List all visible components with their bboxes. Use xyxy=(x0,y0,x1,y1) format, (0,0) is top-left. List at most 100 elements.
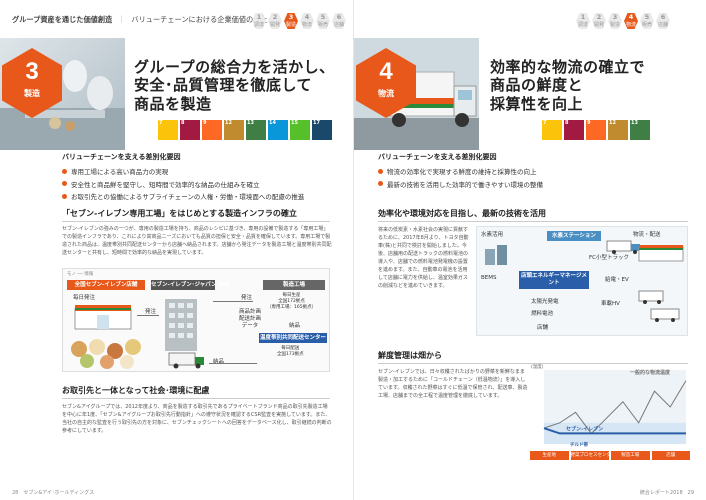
sdg-icons: 7 8 9 12 13 xyxy=(542,120,650,140)
dc-header: 温度帯別共同配送センター xyxy=(259,333,327,343)
sdg-icon: 7 xyxy=(158,120,178,140)
solar-label: 太陽光発電 xyxy=(531,299,559,305)
order-label: 発注 xyxy=(145,309,157,315)
sdg-icon: 15 xyxy=(290,120,310,140)
order-label-2: 発注 xyxy=(241,295,253,301)
series-label-1: 一般的な物流温度 xyxy=(630,369,671,376)
fc-truck-icon xyxy=(606,240,640,254)
y-axis-label: (温度) xyxy=(531,363,544,370)
fc-label: 燃料電池 xyxy=(531,311,554,317)
sdg-icon: 9 xyxy=(586,120,606,140)
page-footer: 統合レポート2018 29 xyxy=(639,490,694,496)
sdg-icon: 12 xyxy=(608,120,628,140)
section-text: 将来の低炭素・水素社会の実現に貢献するために、2017年8月より、トヨタ自動車(… xyxy=(378,227,469,289)
sdg-icons: 7 8 9 12 13 14 15 17 xyxy=(158,120,332,140)
stage-label: 製造工場 xyxy=(611,451,650,460)
section-title: 効率化や環境対応を目指し、最新の技術を活用 xyxy=(378,209,546,218)
header-title: グループ資産を通じた価値創造 xyxy=(12,15,113,24)
sdg-icon: 14 xyxy=(268,120,288,140)
stage-header: チルド帯 xyxy=(570,443,588,448)
stage-label: 店舗 xyxy=(651,451,690,460)
store-icon xyxy=(638,245,684,262)
section-title-2: 鮮度管理は畑から xyxy=(378,351,442,360)
sdg-icon: 13 xyxy=(630,120,650,140)
dc-sub: 毎日配送 全国173拠点 xyxy=(277,346,304,357)
page-header: グループ資産を通じた価値創造 ｜ バリューチェーンにおける企業価値の向上 xyxy=(12,10,268,30)
diff-heading: バリューチェーンを支える差別化要因 xyxy=(378,153,497,161)
section-divider xyxy=(62,221,330,222)
store-icon xyxy=(74,305,132,330)
store-sub: 毎日発注 xyxy=(73,295,96,301)
factory-header: 製造工場 xyxy=(263,280,325,290)
header-subtitle: バリューチェーンにおける企業価値の向上 xyxy=(131,15,268,24)
section-divider-2 xyxy=(378,363,688,364)
fc-truck-label: FC小型トラック xyxy=(589,255,630,261)
energy-diagram: 水素活用 水素ステーション FC小型トラック 物流・配送 BEMS 店頭エネルギ… xyxy=(476,226,688,336)
factory-sub: 毎日生産 全国172拠点 （専用工場：165拠点） xyxy=(267,293,317,310)
diagram-legend: モノ ── 情報 xyxy=(67,272,94,277)
sdg-icon: 12 xyxy=(224,120,244,140)
stage-row: チルド帯生産地野菜プロセスセンター製造工場店舗 xyxy=(530,443,690,460)
page-footer: 28 セブン&アイ･ホールディングス xyxy=(12,490,95,496)
diff-item: 物流の効率化で実現する鮮度の維持と採算性の向上 xyxy=(378,166,543,176)
section-divider xyxy=(378,221,688,222)
sdg-icon: 8 xyxy=(564,120,584,140)
section-text-2: セブン-イレブンでは、日々収穫されたばかりの野菜を新鮮なまま製造・加工するために… xyxy=(378,369,528,399)
store-energy-label: 店頭エネルギーマネージメント xyxy=(519,271,589,290)
hq-header: セブン-イレブン･ジャパン 本部 xyxy=(151,280,230,290)
charge-label: 給電・EV xyxy=(605,277,629,283)
diff-item: 専用工場による高い商品力の実現 xyxy=(62,166,304,176)
sdg-icon: 8 xyxy=(180,120,200,140)
bems-label: BEMS xyxy=(481,275,497,281)
station-label: 水素ステーション xyxy=(547,231,601,241)
sdg-icon: 9 xyxy=(202,120,222,140)
sdg-icon: 17 xyxy=(312,120,332,140)
stage-label: 野菜プロセスセンター xyxy=(570,451,609,460)
header-separator: ｜ xyxy=(118,15,126,24)
hq-building-icon xyxy=(165,299,197,351)
factory-photo xyxy=(0,38,125,150)
store-label: 店舗 xyxy=(537,325,549,331)
order-arrow-2 xyxy=(213,301,253,302)
hv-label: 車載HV xyxy=(601,301,620,307)
data-label: 商品計画 配送計画 データ xyxy=(239,309,262,330)
manufacturing-diagram: モノ ── 情報 全国セブン-イレブン店舗 毎日発注 セブン-イレブン･ジャパン… xyxy=(62,268,330,372)
hydrogen-plant-icon xyxy=(485,245,507,265)
stage-label: 生産地 xyxy=(530,451,569,460)
series-label-2: セブン-イレブン xyxy=(566,425,603,432)
section-divider-2 xyxy=(62,398,330,399)
ev-vehicles-icon xyxy=(638,290,680,322)
deliver-label-2: 納品 xyxy=(213,359,225,365)
delivery-truck-icon xyxy=(168,352,204,369)
deliver-arrow xyxy=(209,363,257,364)
diff-item: 安全性と商品鮮を堅守し、短時間で効率的な納品の仕組みを確立 xyxy=(62,179,304,189)
delivery-label: 物流・配送 xyxy=(633,232,661,238)
section-title: 「セブン-イレブン専用工場」をはじめとする製造インフラの確立 xyxy=(62,209,297,218)
order-arrow xyxy=(137,315,159,316)
section-text: セブン-イレブンの強みの一つが、専用の製造工場を持ち、商品のレシピに基づき、専用… xyxy=(62,226,332,256)
section-title-2: お取引先と一体となって社会･環境に配慮 xyxy=(62,386,210,395)
deliver-label: 納品 xyxy=(289,323,301,329)
section-text-2: セブン&アイグループでは、2012年度より、商品を製造する取引先であるプライベー… xyxy=(62,404,332,434)
diff-item: 最新の技術を活用した効率的で働きやすい環境の整備 xyxy=(378,179,543,189)
series-line-2 xyxy=(543,427,686,435)
series-line-1 xyxy=(543,380,687,435)
differentiators: バリューチェーンを支える差別化要因 専用工場による高い商品力の実現 安全性と商品… xyxy=(62,152,304,204)
page-title: グループの総合力を活かし、 安全･品質管理を徹底して 商品を製造 xyxy=(134,58,335,113)
